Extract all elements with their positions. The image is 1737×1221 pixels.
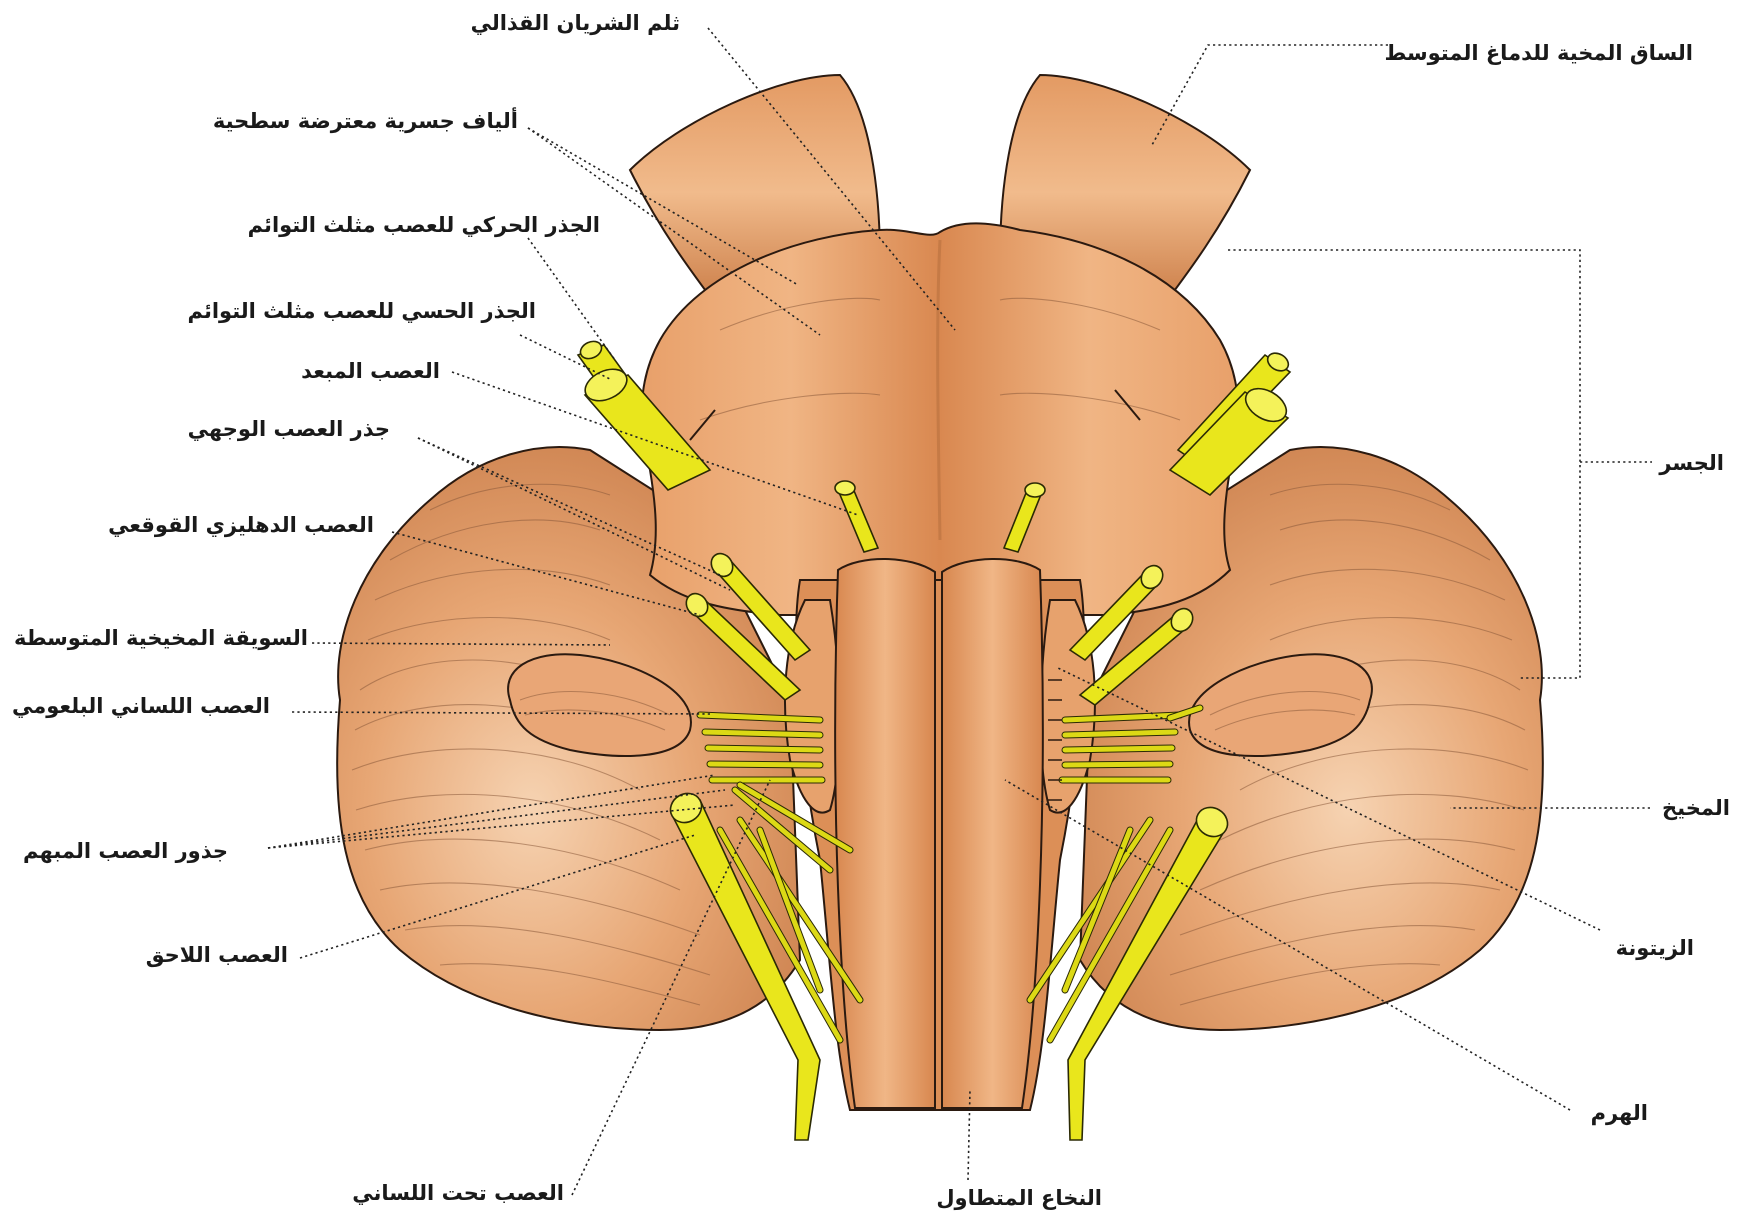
label-accessory-nerve: العصب اللاحق [146,943,288,967]
abducens-nerves [834,480,1046,553]
label-glossopharyngeal-nerve: العصب اللساني البلعومي [12,694,270,718]
trigeminal-nerve-right [1168,352,1292,497]
label-hypoglossal-nerve: العصب تحت اللساني [352,1181,564,1205]
leader-lines [267,27,1652,1196]
label-middle-cerebellar-stalk: السويقة المخيخية المتوسطة [14,626,308,650]
label-pyramid: الهرم [1591,1101,1648,1125]
label-trigeminal-sensory-root: الجذر الحسي للعصب مثلث التوائم [188,299,537,323]
vagus-glossopharyngeal-left [696,711,854,874]
label-pons: الجسر [1658,451,1724,475]
label-olive: الزيتونة [1616,936,1694,960]
label-facial-nerve-root: جذر العصب الوجهي [188,417,390,441]
trigeminal-nerve-left [576,340,712,491]
accessory-nerve-right [1026,806,1229,1141]
label-vestibulocochlear-nerve: العصب الدهليزي القوقعي [108,513,374,538]
facial-vestibulocochlear-left [685,552,812,702]
label-cerebellum: المخيخ [1662,796,1730,820]
label-medulla-oblongata: النخاع المتطاول [936,1186,1102,1210]
label-basilar-sulcus: ثلم الشريان القذالي [471,11,680,35]
label-trigeminal-motor-root: الجذر الحركي للعصب مثلث التوائم [248,213,600,237]
accessory-nerve-left [669,792,864,1141]
label-middle-cerebellar-peduncle: الساق المخية للدماغ المتوسط [1384,41,1693,65]
vagus-glossopharyngeal-right [1058,704,1204,784]
pons-body [640,222,1240,616]
labels: ثلم الشريان القذالي الساق المخية للدماغ … [12,11,1730,1210]
facial-vestibulocochlear-right [1068,564,1194,706]
label-transverse-pontine-fibers: ألياف جسرية معترضة سطحية [213,106,518,133]
label-vagus-roots: جذور العصب المبهم [23,839,228,863]
hypoglossal-rootlets [1048,679,1062,801]
label-abducens-nerve: العصب المبعد [301,359,440,383]
